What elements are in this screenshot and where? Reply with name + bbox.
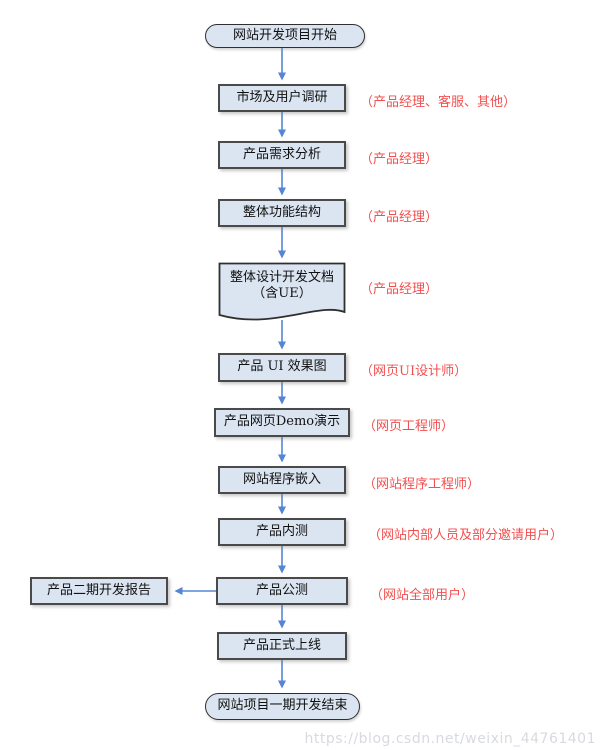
step-internal-test: 产品内测 xyxy=(218,518,346,546)
step-label: 市场及用户调研 xyxy=(236,89,328,105)
watermark-url: https://blog.csdn.net/weixin_44761401 xyxy=(304,731,596,747)
step-label: 产品 UI 效果图 xyxy=(237,359,327,375)
step-label: 整体功能结构 xyxy=(242,204,321,220)
role-label: （产品经理） xyxy=(360,210,439,225)
step-requirement-analysis: 产品需求分析 xyxy=(218,141,346,169)
role-label: （产品经理、客服、其他） xyxy=(360,95,517,110)
role-label: （网页UI设计师） xyxy=(360,364,468,379)
role-label: （产品经理） xyxy=(360,282,439,297)
step-label: 产品需求分析 xyxy=(242,146,321,162)
step-design-document: 整体设计开发文档 （含UE） xyxy=(218,262,346,330)
step-label: 产品公测 xyxy=(255,582,308,598)
step-label: 产品正式上线 xyxy=(242,637,321,653)
start-terminator: 网站开发项目开始 xyxy=(205,24,365,48)
role-label: （网站程序工程师） xyxy=(363,477,481,492)
start-label: 网站开发项目开始 xyxy=(232,27,337,43)
step-official-launch: 产品正式上线 xyxy=(217,632,347,660)
role-label: （网页工程师） xyxy=(363,419,455,434)
role-label: （网站全部用户） xyxy=(370,588,475,603)
document-shape xyxy=(218,262,346,321)
step-web-demo: 产品网页Demo演示 xyxy=(214,408,350,437)
step-label: 网站程序嵌入 xyxy=(242,471,321,487)
end-terminator: 网站项目一期开发结束 xyxy=(205,693,360,720)
branch-label: 产品二期开发报告 xyxy=(46,582,151,598)
role-label: （产品经理） xyxy=(360,152,439,167)
step-ui-mockup: 产品 UI 效果图 xyxy=(218,353,346,382)
step-label-line2: （含UE） xyxy=(252,286,312,302)
branch-phase2-report: 产品二期开发报告 xyxy=(30,577,168,605)
step-market-research: 市场及用户调研 xyxy=(218,84,346,112)
step-label: 产品内测 xyxy=(255,523,308,539)
end-label: 网站项目一期开发结束 xyxy=(217,698,348,714)
step-function-structure: 整体功能结构 xyxy=(218,199,346,227)
role-label: （网站内部人员及部分邀请用户） xyxy=(368,528,564,543)
step-label: 整体设计开发文档 xyxy=(229,270,334,285)
step-label: 产品网页Demo演示 xyxy=(223,414,341,430)
step-program-embed: 网站程序嵌入 xyxy=(218,466,346,494)
step-public-beta: 产品公测 xyxy=(216,577,348,605)
